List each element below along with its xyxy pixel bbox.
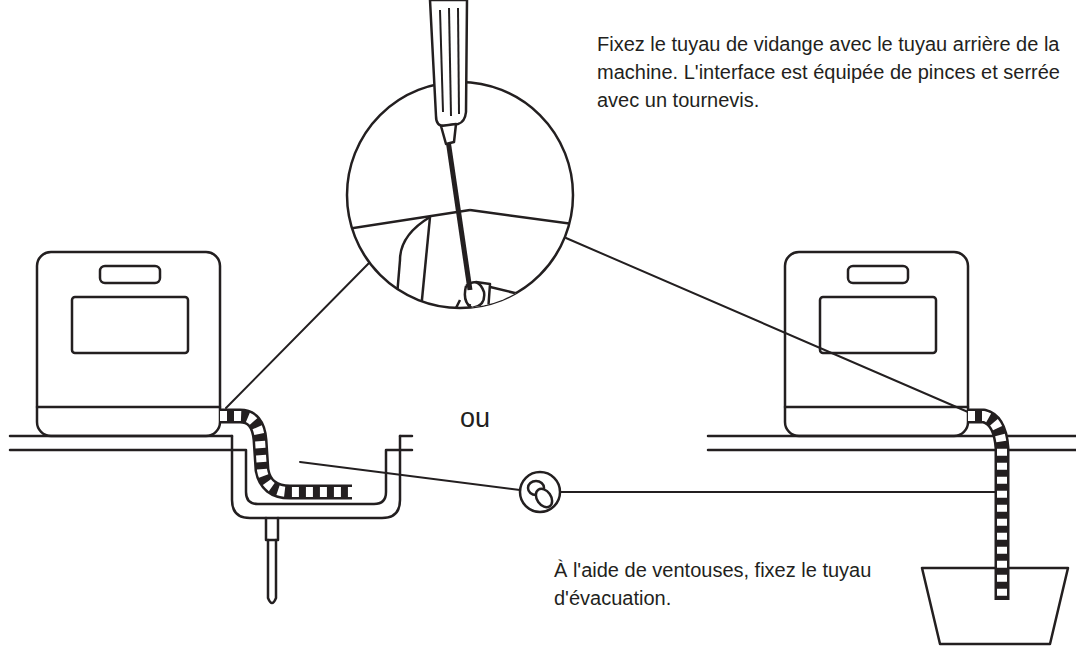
instruction-text: À l'aide de ventouses, fixez le tuyau d'…: [554, 556, 914, 612]
screwdriver: [430, 0, 470, 290]
drain-pipe: [268, 540, 276, 603]
or-label: ou: [445, 402, 505, 434]
instruction-text: Fixez le tuyau de vidange avec le tuyau …: [597, 30, 1067, 114]
dishwasher: [37, 252, 220, 436]
suction-cup-icon: [520, 472, 560, 512]
